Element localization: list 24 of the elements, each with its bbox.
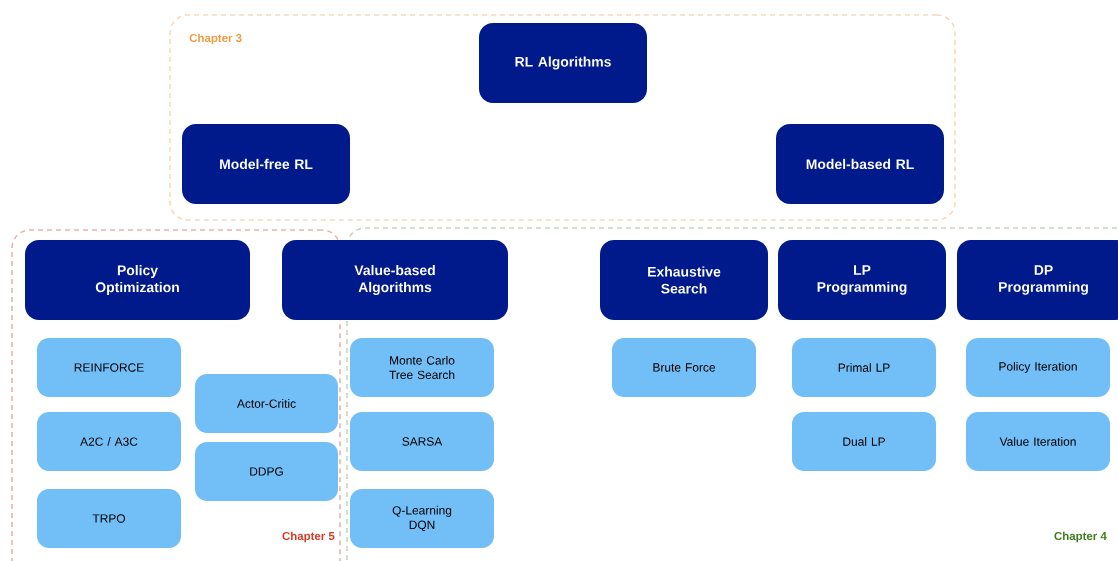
category-box: Value-based Algorithms [282, 240, 508, 320]
category-box: Model-free RL [182, 124, 350, 204]
category-box: Model-based RL [776, 124, 944, 204]
chapter-label: Chapter 5 [282, 531, 335, 543]
algorithm-box: SARSA [350, 412, 494, 471]
algorithm-box: Primal LP [792, 338, 936, 397]
chapter-label: Chapter 4 [1054, 531, 1107, 543]
algorithm-box: Dual LP [792, 412, 936, 471]
category-box: RL Algorithms [479, 23, 647, 103]
algorithm-box: Brute Force [612, 338, 756, 397]
algorithm-box: REINFORCE [37, 338, 181, 397]
algorithm-box: Value Iteration [966, 412, 1110, 471]
algorithm-box: TRPO [37, 489, 181, 548]
category-box: Exhaustive Search [600, 240, 768, 320]
algorithm-box: Monte Carlo Tree Search [350, 338, 494, 397]
algorithm-box: Actor-Critic [195, 374, 338, 433]
algorithm-box: Policy Iteration [966, 338, 1110, 397]
category-box: DP Programming [957, 240, 1118, 320]
algorithm-box: A2C / A3C [37, 412, 181, 471]
category-box: Policy Optimization [25, 240, 250, 320]
algorithm-box: Q-Learning DQN [350, 489, 494, 548]
category-box: LP Programming [778, 240, 946, 320]
algorithm-box: DDPG [195, 442, 338, 501]
chapter-label: Chapter 3 [189, 33, 242, 45]
